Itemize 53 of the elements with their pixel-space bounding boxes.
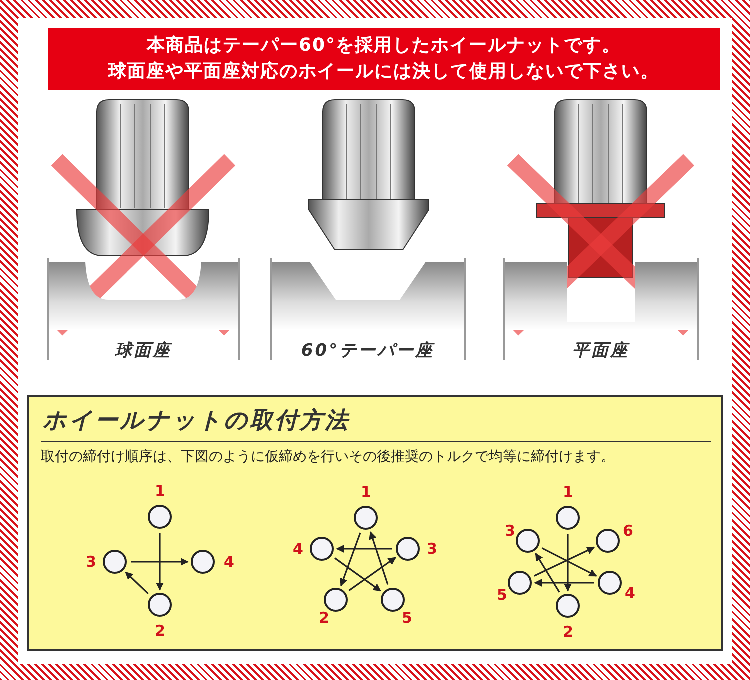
sequence-number: 4 xyxy=(625,584,636,602)
sequence-number: 1 xyxy=(361,483,372,501)
wheel-seat-panel xyxy=(47,258,240,360)
warning-banner: 本商品はテーパー60°を採用したホイールナットです。球面座や平面座対応のホイールには決して使用しないで下さい。 xyxy=(48,28,720,90)
arrow xyxy=(535,553,560,593)
sequence-number: 3 xyxy=(86,553,96,571)
arrow xyxy=(125,572,149,594)
arrow xyxy=(340,532,362,587)
sequence-number: 3 xyxy=(505,522,516,540)
seat-label: 平面座 xyxy=(572,340,631,362)
lug-hole-circle xyxy=(556,506,580,530)
lug-hole-circle xyxy=(596,529,620,553)
sequence-number: 2 xyxy=(319,609,330,627)
lug-hole-circle xyxy=(516,529,540,553)
sequence-number: 4 xyxy=(224,553,234,571)
arrow xyxy=(334,558,382,592)
lug-hole-circle xyxy=(354,506,378,530)
sequence-number: 5 xyxy=(402,609,412,627)
lug-hole-circle xyxy=(396,537,420,561)
sequence-number: 1 xyxy=(155,482,166,500)
lug-hole-circle xyxy=(381,588,405,612)
lug-hole-circle xyxy=(191,550,215,574)
sequence-number: 2 xyxy=(155,622,166,640)
lug-hole-circle xyxy=(103,550,127,574)
instruction-text: 取付の締付け順序は、下図のように仮締めを行いその後推奨のトルクで均等に締付けます。 xyxy=(41,448,615,466)
arrow xyxy=(156,533,164,591)
arrow xyxy=(564,534,572,592)
lug-hole-circle xyxy=(324,588,348,612)
arrow xyxy=(534,546,596,577)
sequence-number: 6 xyxy=(623,522,634,540)
wheel-seat-panel xyxy=(503,258,699,360)
arrow xyxy=(542,548,598,577)
arrow xyxy=(131,558,189,566)
arrow xyxy=(534,579,594,587)
arrow xyxy=(369,531,389,586)
lug-hole-circle xyxy=(508,571,532,595)
lug-hole-circle xyxy=(556,594,580,618)
sequence-number: 2 xyxy=(563,623,574,641)
sequence-number: 4 xyxy=(293,540,304,558)
arrow xyxy=(336,545,392,553)
sequence-number: 5 xyxy=(497,586,508,604)
sequence-number: 3 xyxy=(427,540,438,558)
wheel-seat-panel xyxy=(270,258,466,360)
lug-hole-circle xyxy=(598,571,622,595)
seat-label: 球面座 xyxy=(114,340,174,362)
lug-hole-circle xyxy=(148,593,172,617)
seat-label: 60°テーパー座 xyxy=(300,340,436,362)
arrow xyxy=(348,557,396,592)
lug-hole-circle xyxy=(148,505,172,529)
section-title: ホイールナットの取付方法 xyxy=(43,407,350,436)
sequence-number: 1 xyxy=(563,483,574,501)
lug-hole-circle xyxy=(310,537,334,561)
instruction-panel xyxy=(27,395,723,651)
